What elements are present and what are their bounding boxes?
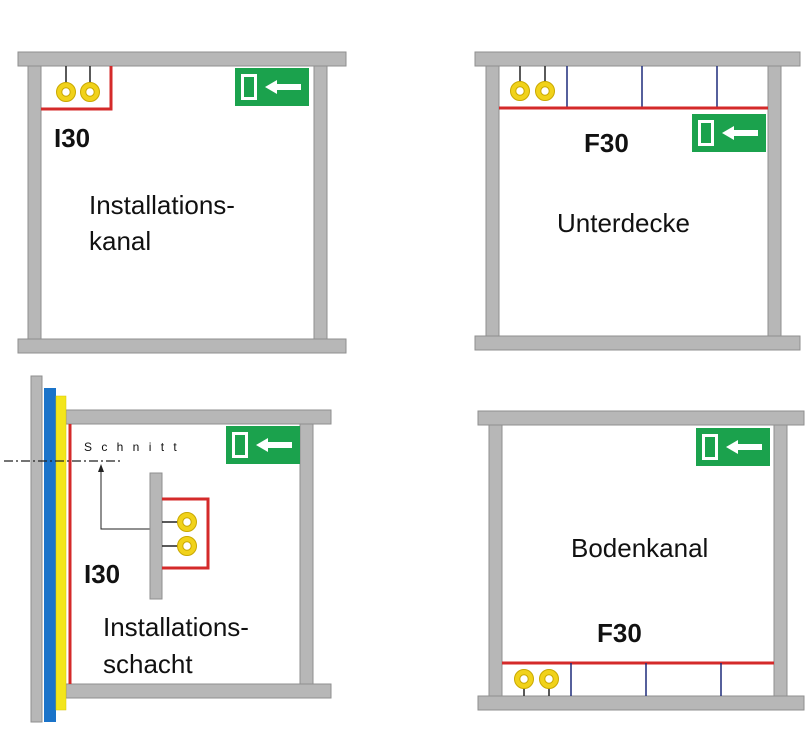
section-arrow-icon bbox=[98, 464, 104, 472]
right-wall bbox=[773, 424, 788, 697]
right-wall bbox=[767, 65, 782, 337]
panel-label-line1: Unterdecke bbox=[557, 208, 690, 238]
cable-ring-icon bbox=[539, 669, 559, 689]
cable-ring-icon bbox=[510, 81, 530, 101]
panel-label-line2: kanal bbox=[89, 226, 151, 256]
right-wall bbox=[299, 423, 314, 685]
fire-rating-label: I30 bbox=[84, 559, 120, 589]
fire-rating-label: F30 bbox=[597, 618, 642, 648]
shaft-wall-yellow bbox=[55, 395, 67, 711]
section-label: S c h n i t t bbox=[84, 440, 180, 454]
floor-slab bbox=[65, 683, 332, 699]
section-leader bbox=[100, 470, 150, 530]
shaft-wall-blue bbox=[44, 388, 56, 722]
panel-label-line1: Bodenkanal bbox=[571, 533, 708, 563]
floor-slab bbox=[477, 695, 805, 711]
panel-unterdecke: F30 Unterdecke bbox=[474, 51, 801, 351]
cable-ring-icon bbox=[80, 82, 100, 102]
fire-rating-label: I30 bbox=[54, 123, 90, 153]
ceiling-slab bbox=[65, 409, 332, 425]
panel-label-line1: Installations- bbox=[103, 612, 249, 642]
exit-sign-icon bbox=[226, 426, 300, 464]
fire-rating-label: F30 bbox=[584, 128, 629, 158]
fire-lining-duct bbox=[162, 497, 210, 570]
cable-ring-icon bbox=[177, 512, 197, 532]
panel-label-line2: schacht bbox=[103, 649, 193, 679]
cable-ring-icon bbox=[56, 82, 76, 102]
shaft-wall-grey bbox=[30, 375, 43, 723]
floor-slab bbox=[17, 338, 347, 354]
panel-bodenkanal: Bodenkanal F30 bbox=[477, 410, 805, 711]
ceiling-slab bbox=[17, 51, 347, 67]
ceiling-slab bbox=[477, 410, 805, 426]
left-wall bbox=[488, 424, 503, 697]
panel-label-line1: Installations- bbox=[89, 190, 235, 220]
cable-ring-icon bbox=[535, 81, 555, 101]
floor-slab bbox=[474, 335, 801, 351]
cable-ring-icon bbox=[514, 669, 534, 689]
cable-ring-icon bbox=[177, 536, 197, 556]
exit-sign-icon bbox=[696, 428, 770, 466]
left-wall bbox=[485, 65, 500, 337]
ceiling-slab bbox=[474, 51, 801, 67]
fire-lining-channel bbox=[41, 66, 113, 111]
left-wall bbox=[27, 65, 42, 340]
exit-sign-icon bbox=[235, 68, 309, 106]
right-wall bbox=[313, 65, 328, 340]
exit-sign-icon bbox=[692, 114, 766, 152]
duct-mount-post bbox=[149, 472, 163, 600]
panel-installationskanal: I30 Installations- kanal bbox=[17, 51, 347, 354]
panel-installationsschacht: S c h n i t t I30 Installations- schacht bbox=[4, 375, 332, 723]
